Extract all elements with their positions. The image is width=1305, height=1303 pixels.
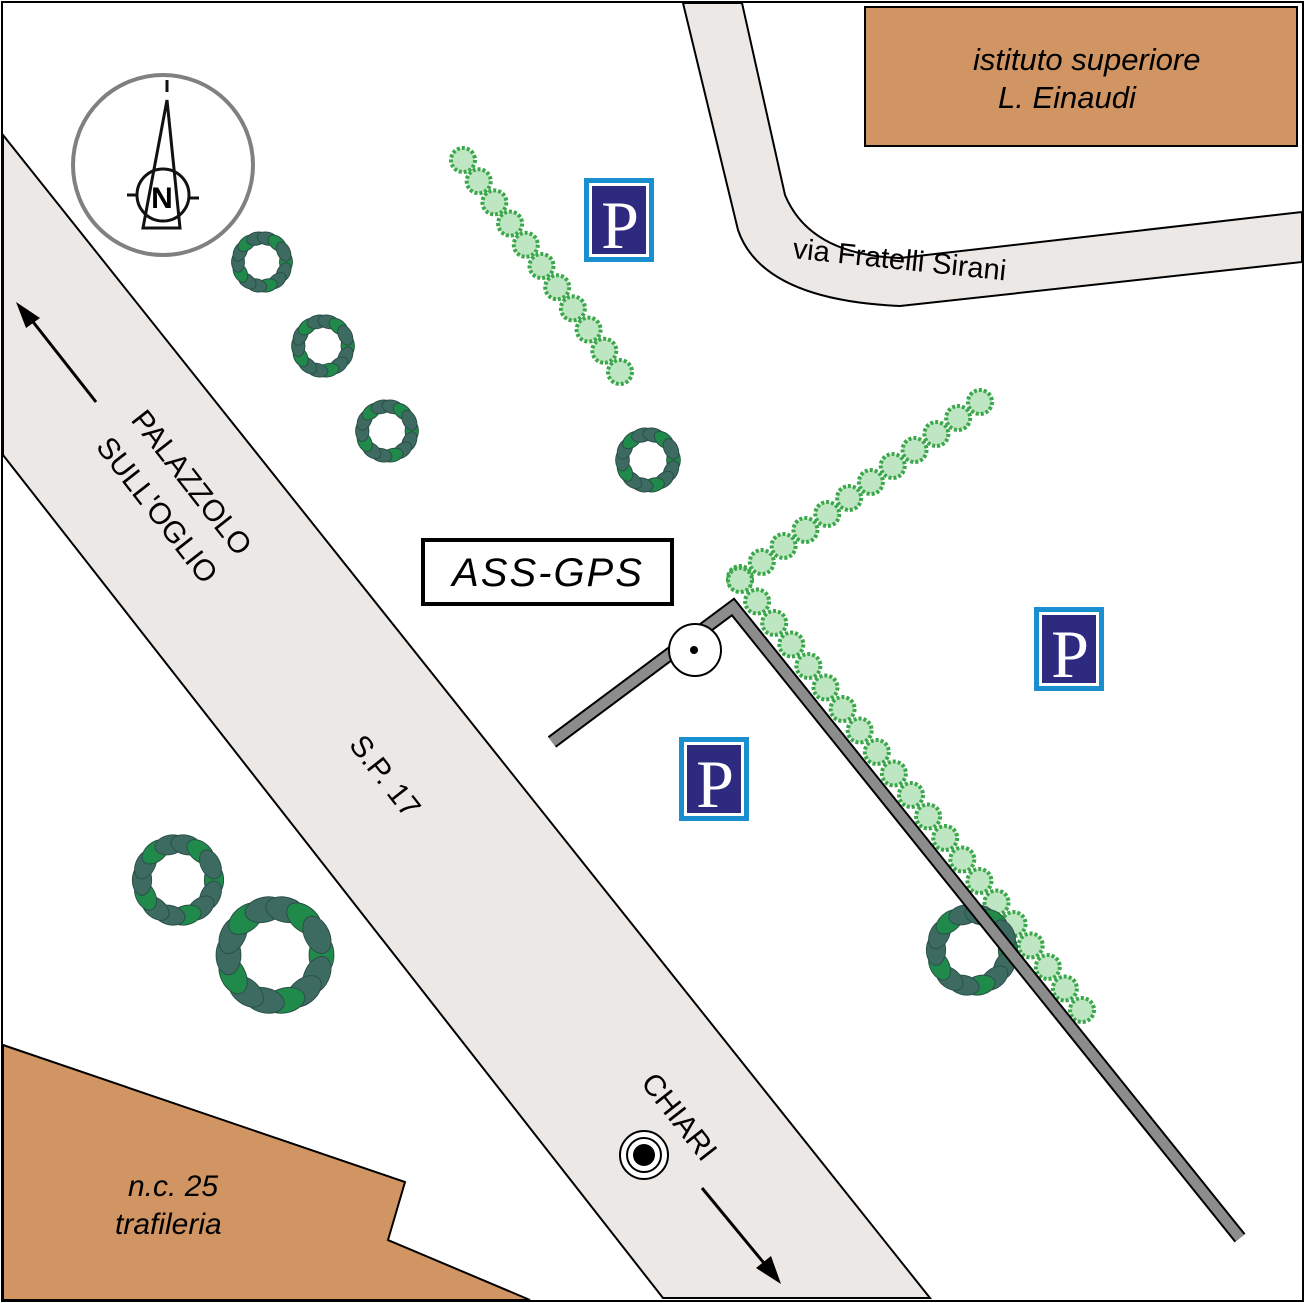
hedge-shrub [966,388,994,416]
compass-icon: N [71,73,255,257]
compass-label: N [151,182,173,215]
hedge-shrub [879,759,908,788]
hedge-shrub [747,548,776,576]
hedge-shrub [944,404,973,432]
hedge-shrub [606,358,634,386]
station-label: ASS-GPS [450,551,644,595]
hedge-shrub [777,630,806,659]
parking-label: P [1051,616,1089,692]
arrow-north-west-icon [16,302,98,403]
tree-icon [215,896,335,1014]
tree-icon [231,231,293,293]
road-sp17 [2,132,933,1299]
hedge-shrub [760,609,789,637]
tree-icon [291,314,355,378]
hedge-shrub [878,452,907,480]
hedge-shrub [982,888,1011,917]
gps-station-marker[interactable] [668,623,722,677]
tree-icon [355,399,419,463]
hedge-shrub [856,468,885,496]
hedge-shrub [862,738,891,766]
parking-label: P [696,746,734,822]
hedge-shrub [449,146,477,174]
hedge-shrub [527,252,556,280]
hedge-shrub [931,824,960,852]
building-trafileria [2,1043,531,1301]
hedge-shrub [480,188,509,217]
hedge-shrub [726,566,754,594]
building-istituto-line2: L. Einaudi [998,80,1137,115]
building-istituto-einaudi [864,6,1298,147]
parking-label: P [601,187,639,263]
hedge-shrub [835,484,864,512]
building-istituto-line1: istituto superiore [973,42,1200,77]
benchmark-marker[interactable] [619,1130,669,1180]
tree-icon [615,427,681,493]
tree-icon [131,834,225,926]
hedge-shrub [845,716,874,745]
hedge-shrub [900,436,929,464]
hedge-shrub [574,315,603,344]
station-label-box [421,538,674,606]
parking-sign-icon: P [679,737,749,822]
hedge-shrub [558,294,587,323]
building-trafileria-line1: n.c. 25 [128,1170,218,1203]
hedge-shrub [828,695,857,723]
building-trafileria-line2: trafileria [115,1208,222,1241]
hedge-shrub [769,532,798,560]
hedge-shrub [811,673,840,702]
hedge-shrub [791,516,820,544]
hedge-shrub [590,336,619,365]
hedge-shrub [1068,996,1096,1024]
hedge-shrub [743,587,772,616]
hedge-shrub [914,802,943,831]
parking-sign-icon: P [584,178,654,263]
hedge-shrub [948,845,977,874]
hedge-shrub [922,420,951,448]
hedge-shrub [965,867,994,895]
hedge-row [449,146,634,386]
hedge-shrub [543,273,572,302]
arrow-south-east-icon [700,1187,781,1284]
hedge-shrub [464,167,493,196]
hedge-shrub [1050,974,1079,1003]
hedge-shrub [496,209,525,238]
hedge-shrub [1033,953,1062,981]
parking-sign-icon: P [1034,607,1104,692]
road-via-fratelli-sirani [681,1,1303,308]
hedge-shrub [794,652,823,680]
hedge-shrub [897,781,925,809]
hedge-shrub [813,500,842,528]
hedge-shrub [511,230,540,259]
hedge-shrub [1016,931,1045,960]
